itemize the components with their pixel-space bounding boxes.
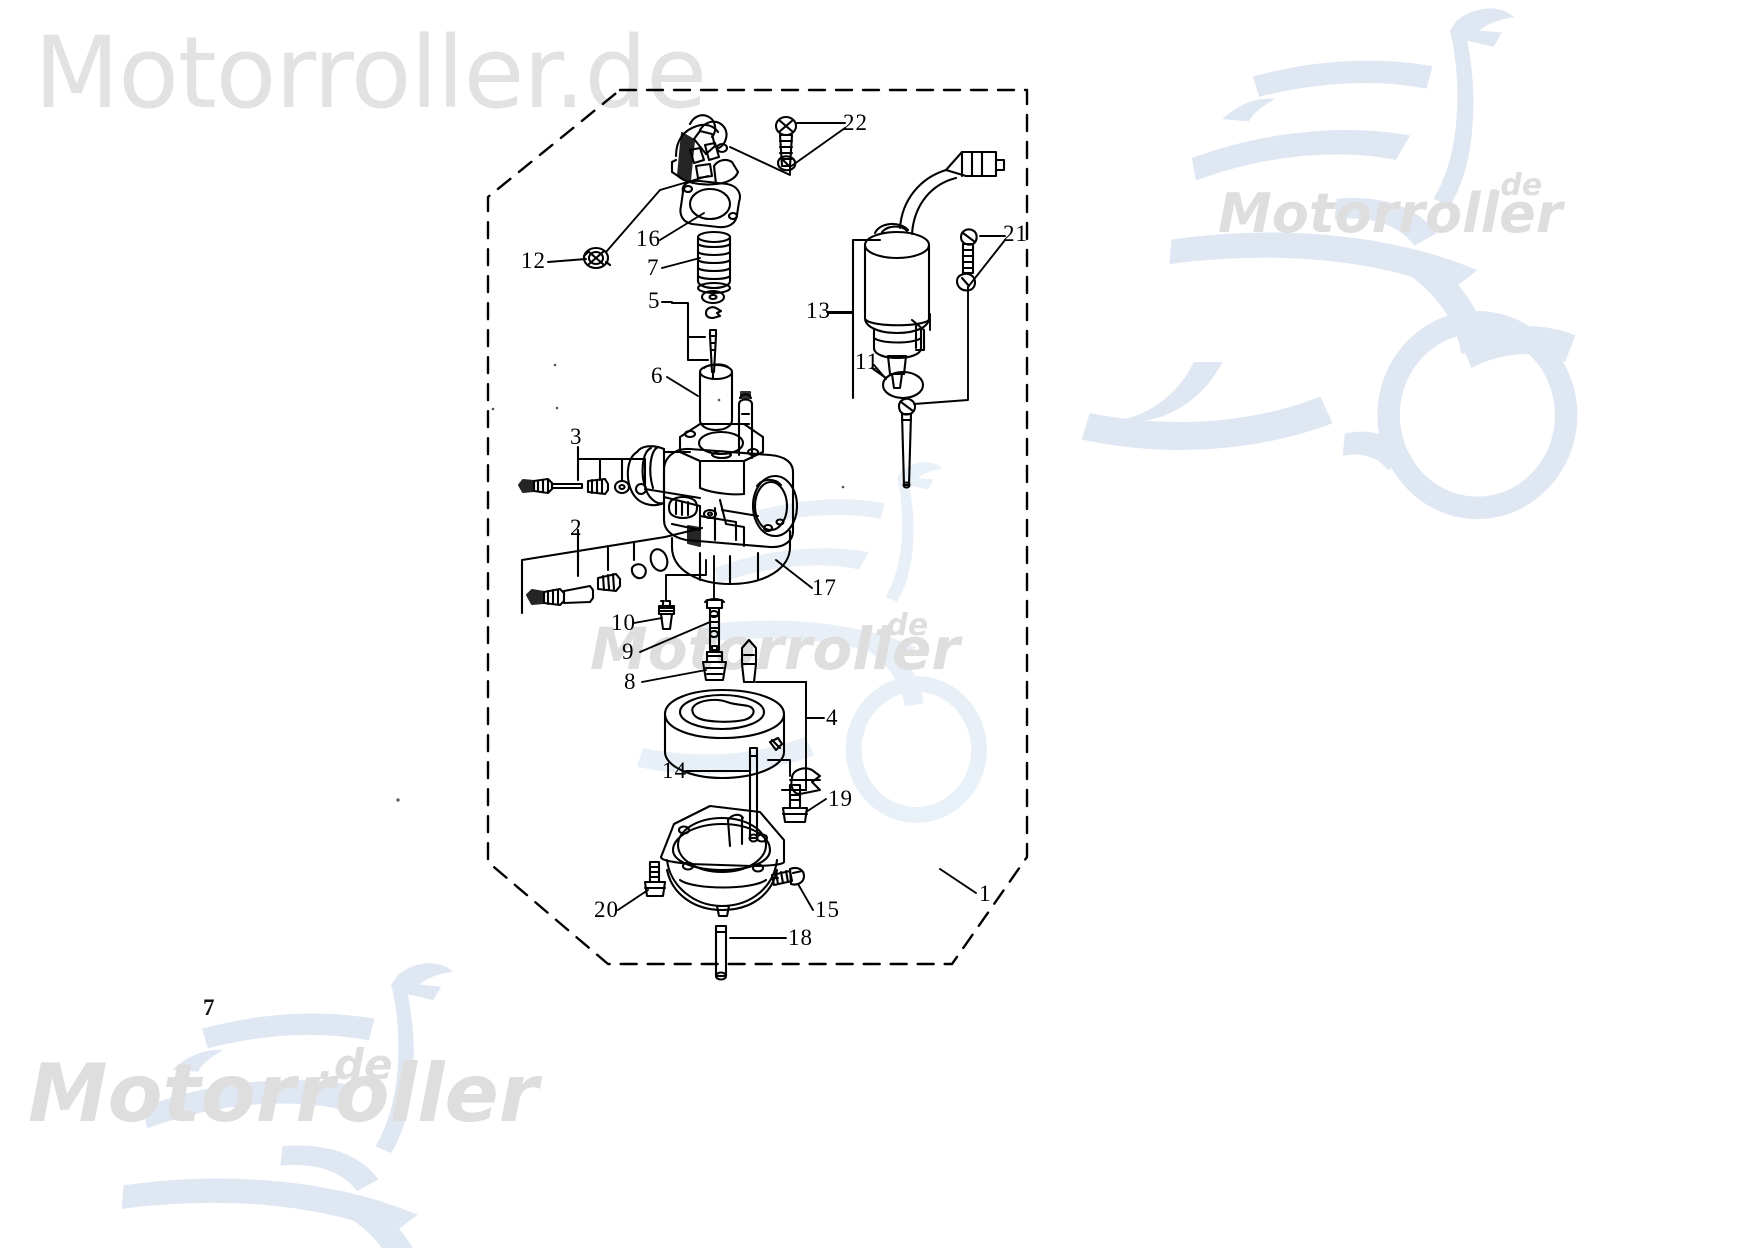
callout-4: 4 <box>826 705 839 730</box>
callout-17: 17 <box>812 575 837 600</box>
callout-16: 16 <box>636 226 661 251</box>
callout-20: 20 <box>594 897 619 922</box>
idle-mixture-screw-set-2 <box>520 526 704 615</box>
scan-speckles <box>396 363 845 802</box>
scooter-icon-bottom-left <box>121 963 453 1248</box>
auto-choke-13 <box>827 150 1006 392</box>
assembly-boundary-dashed <box>486 88 1029 966</box>
callout-9: 9 <box>622 639 635 664</box>
idle-speed-screw-set-3 <box>517 445 702 500</box>
float-bowl <box>659 804 786 918</box>
carburetor-body <box>626 390 799 586</box>
float-4 <box>663 688 786 780</box>
needle-valve-4 <box>740 638 758 684</box>
scooter-icon-top-right <box>1081 8 1578 520</box>
screw-15 <box>770 866 806 887</box>
jets-group <box>657 597 728 682</box>
drain-tube-18 <box>714 924 728 981</box>
callout-19: 19 <box>828 786 853 811</box>
callout-5: 5 <box>648 288 661 313</box>
page-number: 7 <box>203 995 215 1020</box>
top-cap-assembly <box>670 114 740 186</box>
callout-12: 12 <box>521 248 546 273</box>
jet-needle-group-5 <box>670 289 726 381</box>
callout-18: 18 <box>788 925 813 950</box>
cable-adjuster-nut-12 <box>582 246 612 270</box>
callout-3: 3 <box>570 424 583 449</box>
callout-10: 10 <box>611 610 636 635</box>
callout-8: 8 <box>624 669 637 694</box>
callout-15: 15 <box>815 897 840 922</box>
callout-6: 6 <box>651 363 664 388</box>
callout-7: 7 <box>647 255 660 280</box>
callout-2: 2 <box>570 515 583 540</box>
scooter-icon-center <box>637 462 987 823</box>
top-cap-screw-22 <box>774 115 798 172</box>
leader-lines <box>547 122 1006 939</box>
choke-bolt-21 <box>955 228 978 292</box>
throttle-slide-6 <box>698 363 734 432</box>
throttle-spring-7 <box>696 230 732 295</box>
callout-22: 22 <box>843 110 868 135</box>
top-cap-gasket-16 <box>679 179 741 229</box>
long-bolt-right <box>897 397 917 489</box>
callout-21: 21 <box>1003 221 1028 246</box>
callout-11: 11 <box>855 349 880 374</box>
callout-14: 14 <box>662 758 687 783</box>
callout-1: 1 <box>979 881 992 906</box>
callout-13: 13 <box>806 298 831 323</box>
